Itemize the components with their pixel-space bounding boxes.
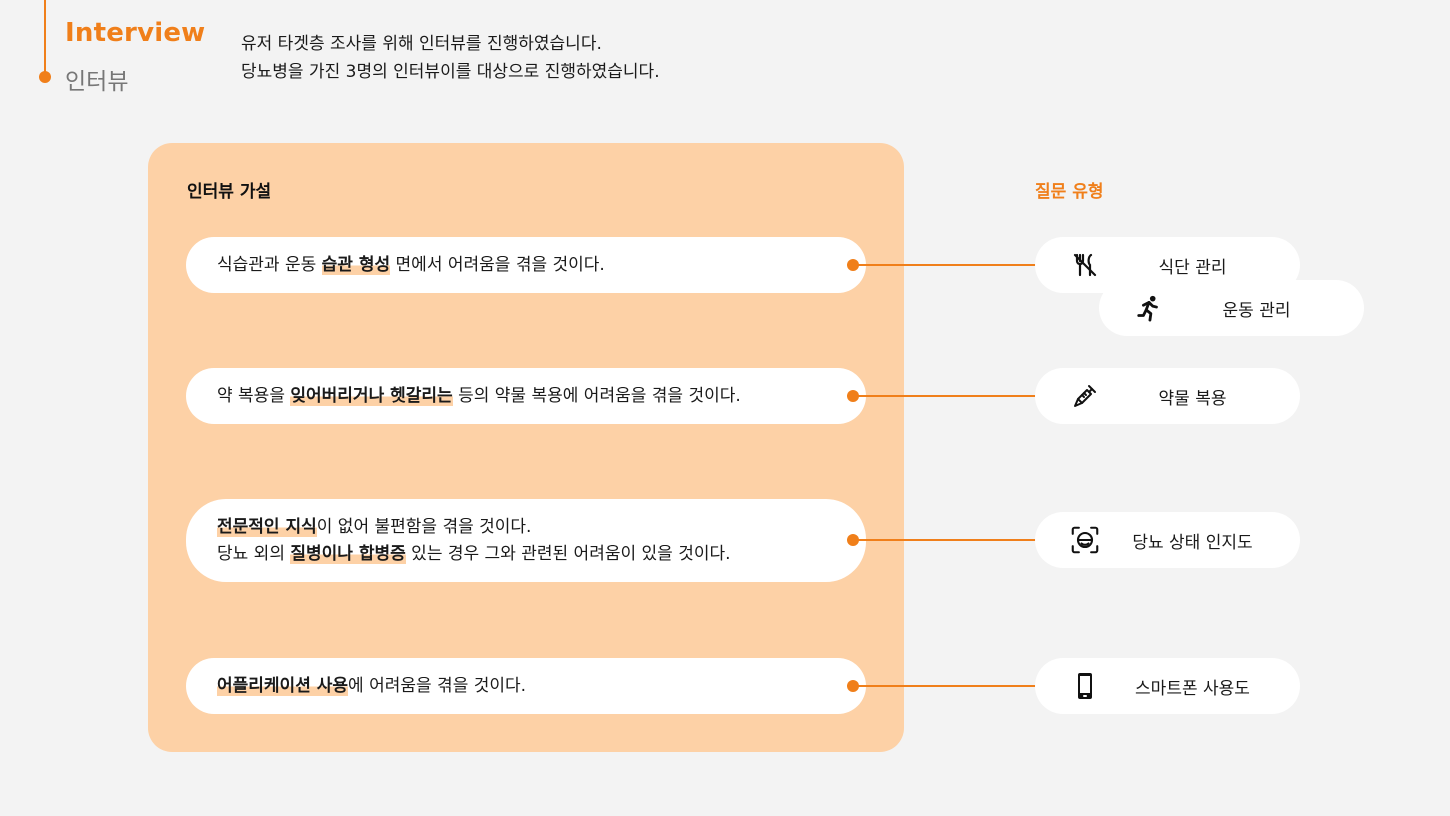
intro-text: 유저 타겟층 조사를 위해 인터뷰를 진행하였습니다. 당뇨병을 가진 3명의 … (241, 30, 660, 86)
question-type-label: 식단 관리 (1158, 258, 1227, 278)
hypothesis-text-part: 면에서 어려움을 겪을 것이다. (390, 254, 605, 275)
hypothesis-card-medication: 약 복용을 잊어버리거나 헷갈리는 등의 약물 복용에 어려움을 겪을 것이다. (186, 368, 866, 424)
connector-line (847, 259, 1037, 271)
connector-dot (847, 534, 859, 546)
hypothesis-highlight: 어플리케이션 사용 (217, 675, 349, 696)
intro-line: 유저 타겟층 조사를 위해 인터뷰를 진행하였습니다. (241, 34, 602, 54)
face-scan-icon (1071, 526, 1099, 554)
no-food-icon (1071, 251, 1099, 279)
section-title-en: Interview (65, 18, 206, 48)
hypothesis-text: 식습관과 운동 습관 형성 면에서 어려움을 겪을 것이다. (217, 252, 866, 279)
hypothesis-card-knowledge: 전문적인 지식이 없어 불편함을 겪을 것이다. 당뇨 외의 질병이나 합병증 … (186, 499, 866, 582)
hypothesis-highlight: 질병이나 합병증 (290, 543, 406, 564)
connector-dot (847, 259, 859, 271)
question-type-diabetes-awareness: 당뇨 상태 인지도 (1035, 512, 1300, 568)
running-icon (1135, 294, 1163, 322)
smartphone-icon (1071, 672, 1099, 700)
connector-line (847, 390, 1037, 402)
hypothesis-text: 어플리케이션 사용에 어려움을 겪을 것이다. (217, 673, 866, 700)
question-type-label: 스마트폰 사용도 (1135, 679, 1250, 699)
hypothesis-text-line: 전문적인 지식이 없어 불편함을 겪을 것이다. (217, 514, 866, 541)
hypothesis-text-part: 당뇨 외의 (217, 543, 291, 564)
hypothesis-text-part: 에 어려움을 겪을 것이다. (348, 675, 527, 696)
hypothesis-text-part: 이 없어 불편함을 겪을 것이다. (316, 516, 532, 537)
hypothesis-card-app: 어플리케이션 사용에 어려움을 겪을 것이다. (186, 658, 866, 714)
connector-line (847, 680, 1037, 692)
question-type-label: 운동 관리 (1222, 301, 1291, 321)
connector-line (847, 534, 1037, 546)
question-type-heading: 질문 유형 (1035, 182, 1104, 202)
hypothesis-text-line: 당뇨 외의 질병이나 합병증 있는 경우 그와 관련된 어려움이 있을 것이다. (217, 541, 866, 568)
connector-dot (847, 390, 859, 402)
hypothesis-highlight: 습관 형성 (321, 254, 391, 275)
question-type-label: 약물 복용 (1158, 389, 1227, 409)
question-type-medication: 약물 복용 (1035, 368, 1300, 424)
question-type-label: 당뇨 상태 인지도 (1132, 533, 1253, 553)
connector-dot (847, 680, 859, 692)
question-type-smartphone: 스마트폰 사용도 (1035, 658, 1300, 714)
hypothesis-card-habit: 식습관과 운동 습관 형성 면에서 어려움을 겪을 것이다. (186, 237, 866, 293)
hypothesis-text: 약 복용을 잊어버리거나 헷갈리는 등의 약물 복용에 어려움을 겪을 것이다. (217, 383, 866, 410)
hypothesis-text-part: 등의 약물 복용에 어려움을 겪을 것이다. (452, 385, 741, 406)
hypothesis-text-part: 식습관과 운동 (217, 254, 322, 275)
hypothesis-text-part: 약 복용을 (217, 385, 291, 406)
question-type-exercise: 운동 관리 (1099, 280, 1364, 336)
section-title-ko: 인터뷰 (65, 69, 129, 95)
hypothesis-highlight: 잊어버리거나 헷갈리는 (290, 385, 453, 406)
timeline-dot (39, 71, 51, 83)
hypothesis-heading: 인터뷰 가설 (187, 182, 272, 202)
hypothesis-highlight: 전문적인 지식 (217, 516, 317, 537)
timeline-line (44, 0, 46, 76)
intro-line: 당뇨병을 가진 3명의 인터뷰이를 대상으로 진행하였습니다. (241, 62, 660, 82)
hypothesis-text-part: 있는 경우 그와 관련된 어려움이 있을 것이다. (405, 543, 731, 564)
syringe-icon (1071, 382, 1099, 410)
